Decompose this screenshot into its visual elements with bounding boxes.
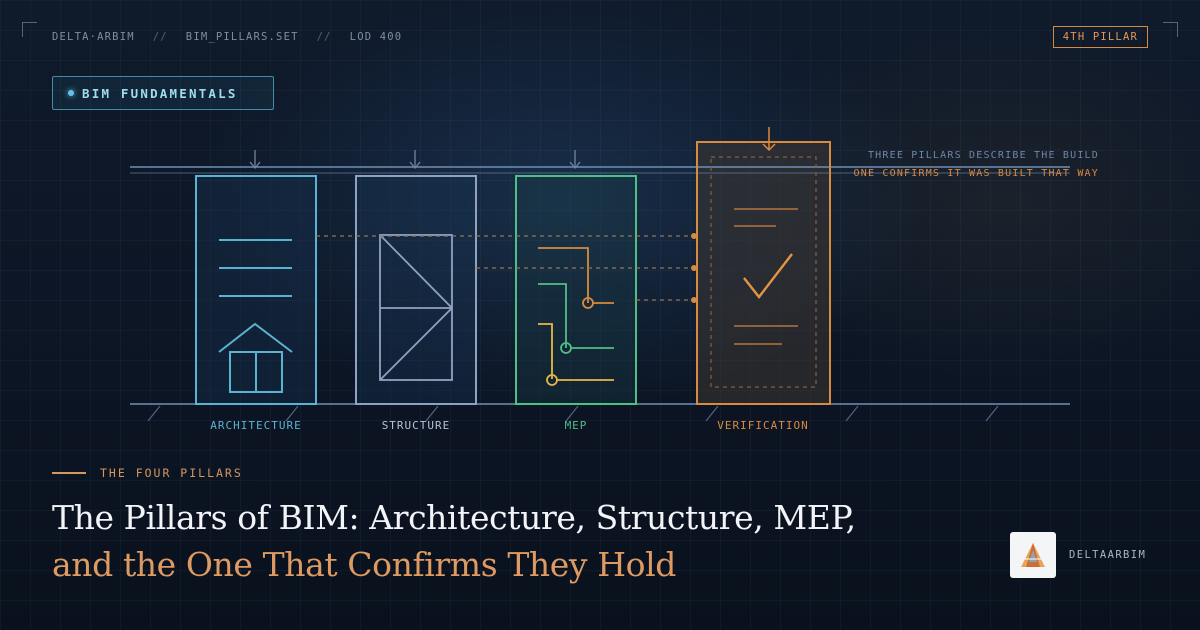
label-architecture: ARCHITECTURE	[210, 419, 301, 432]
eyebrow-label: THE FOUR PILLARS	[100, 466, 243, 480]
label-structure: STRUCTURE	[382, 419, 451, 432]
brand-lockup: DELTAARBIM	[1010, 532, 1146, 578]
house-icon	[218, 239, 293, 393]
delta-arbim-logo-icon	[1010, 532, 1056, 578]
checkmark-icon	[743, 253, 793, 299]
fourth-pillar-tag: 4TH PILLAR	[1052, 26, 1148, 48]
top-beam	[130, 166, 1070, 174]
label-verification: VERIFICATION	[717, 419, 808, 432]
pillar-structure	[355, 175, 477, 405]
meta-separator: //	[152, 31, 168, 43]
verification-connectors	[316, 235, 694, 301]
pillar-architecture	[195, 175, 317, 405]
eyebrow-rule	[52, 472, 86, 474]
truss-icon	[379, 234, 453, 381]
meta-lod: LOD 400	[349, 31, 403, 43]
category-badge: BIM FUNDAMENTALS	[52, 76, 274, 110]
checklist-icon	[734, 208, 798, 345]
verification-arrow-icon	[762, 127, 776, 152]
load-arrow-icon	[249, 150, 581, 170]
connector-node-icon	[691, 233, 697, 303]
annotation-line-2: ONE CONFIRMS IT WAS BUILT THAT WAY	[854, 168, 1100, 179]
label-mep: MEP	[565, 419, 588, 432]
status-dot-icon	[68, 90, 74, 96]
pillar-mep	[515, 175, 637, 405]
page-title: The Pillars of BIM: Architecture, Struct…	[52, 494, 952, 588]
section-eyebrow: THE FOUR PILLARS	[52, 466, 243, 480]
pillar-verification	[696, 141, 831, 405]
annotation-line-1: THREE PILLARS DESCRIBE THE BUILD	[868, 150, 1099, 161]
circuit-icon	[538, 247, 614, 386]
corner-mark-top-right	[1163, 22, 1178, 37]
ground-hatch	[147, 405, 999, 422]
badge-label: BIM FUNDAMENTALS	[82, 85, 238, 101]
title-line-2: and the One That Confirms They Hold	[52, 545, 676, 584]
meta-company: DELTA·ARBIM	[52, 31, 135, 43]
verification-fill	[697, 142, 830, 404]
meta-separator: //	[316, 31, 332, 43]
brand-name: DELTAARBIM	[1069, 549, 1147, 561]
meta-breadcrumb: DELTA·ARBIM // BIM_PILLARS.SET // LOD 40…	[52, 31, 402, 43]
corner-mark-top-left	[22, 22, 37, 37]
meta-set: BIM_PILLARS.SET	[185, 31, 299, 43]
title-line-1: The Pillars of BIM: Architecture, Struct…	[52, 498, 856, 537]
